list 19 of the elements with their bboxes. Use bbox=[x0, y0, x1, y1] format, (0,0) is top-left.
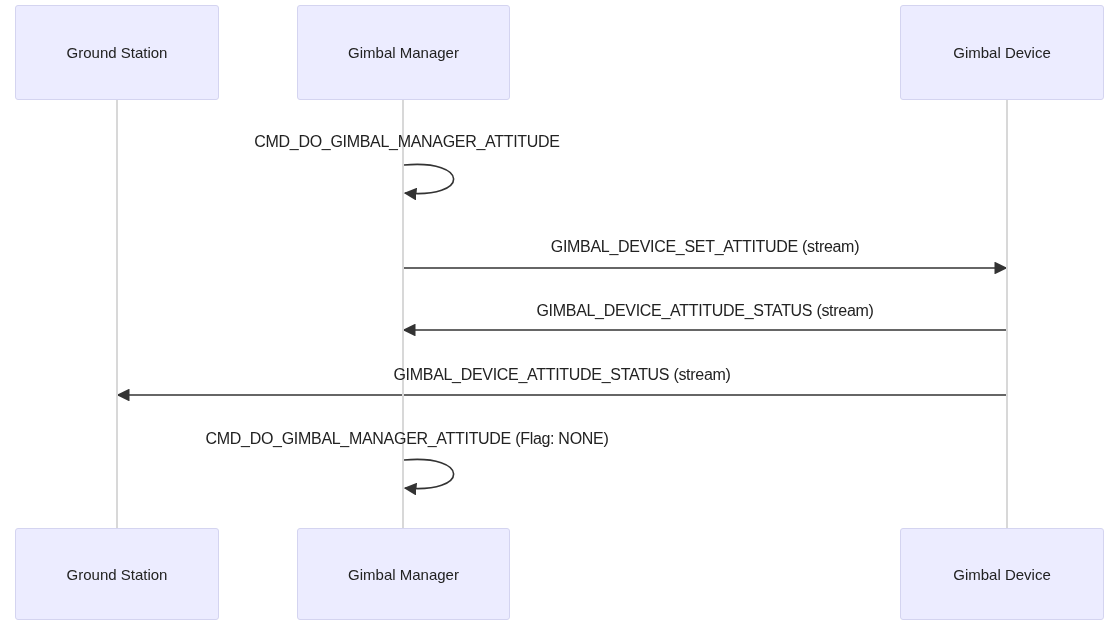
participant-box: Gimbal Manager bbox=[297, 5, 510, 100]
message-arrow bbox=[116, 388, 1007, 402]
self-message-arrow bbox=[403, 163, 455, 200]
message-label: CMD_DO_GIMBAL_MANAGER_ATTITUDE (Flag: NONE) bbox=[205, 430, 609, 448]
message-label: GIMBAL_DEVICE_ATTITUDE_STATUS (stream) bbox=[536, 302, 874, 320]
participant-box: Ground Station bbox=[15, 528, 219, 620]
lifeline bbox=[116, 100, 118, 528]
message-arrow bbox=[403, 261, 1008, 275]
message-label: CMD_DO_GIMBAL_MANAGER_ATTITUDE bbox=[254, 133, 560, 151]
participant-box: Gimbal Device bbox=[900, 5, 1104, 100]
lifeline bbox=[1006, 100, 1008, 528]
message-label: GIMBAL_DEVICE_SET_ATTITUDE (stream) bbox=[550, 238, 860, 256]
message-arrow bbox=[402, 323, 1007, 337]
participant-box: Ground Station bbox=[15, 5, 219, 100]
lifeline bbox=[402, 100, 404, 528]
participant-box: Gimbal Device bbox=[900, 528, 1104, 620]
message-label: GIMBAL_DEVICE_ATTITUDE_STATUS (stream) bbox=[393, 366, 731, 384]
participant-box: Gimbal Manager bbox=[297, 528, 510, 620]
self-message-arrow bbox=[403, 458, 455, 495]
